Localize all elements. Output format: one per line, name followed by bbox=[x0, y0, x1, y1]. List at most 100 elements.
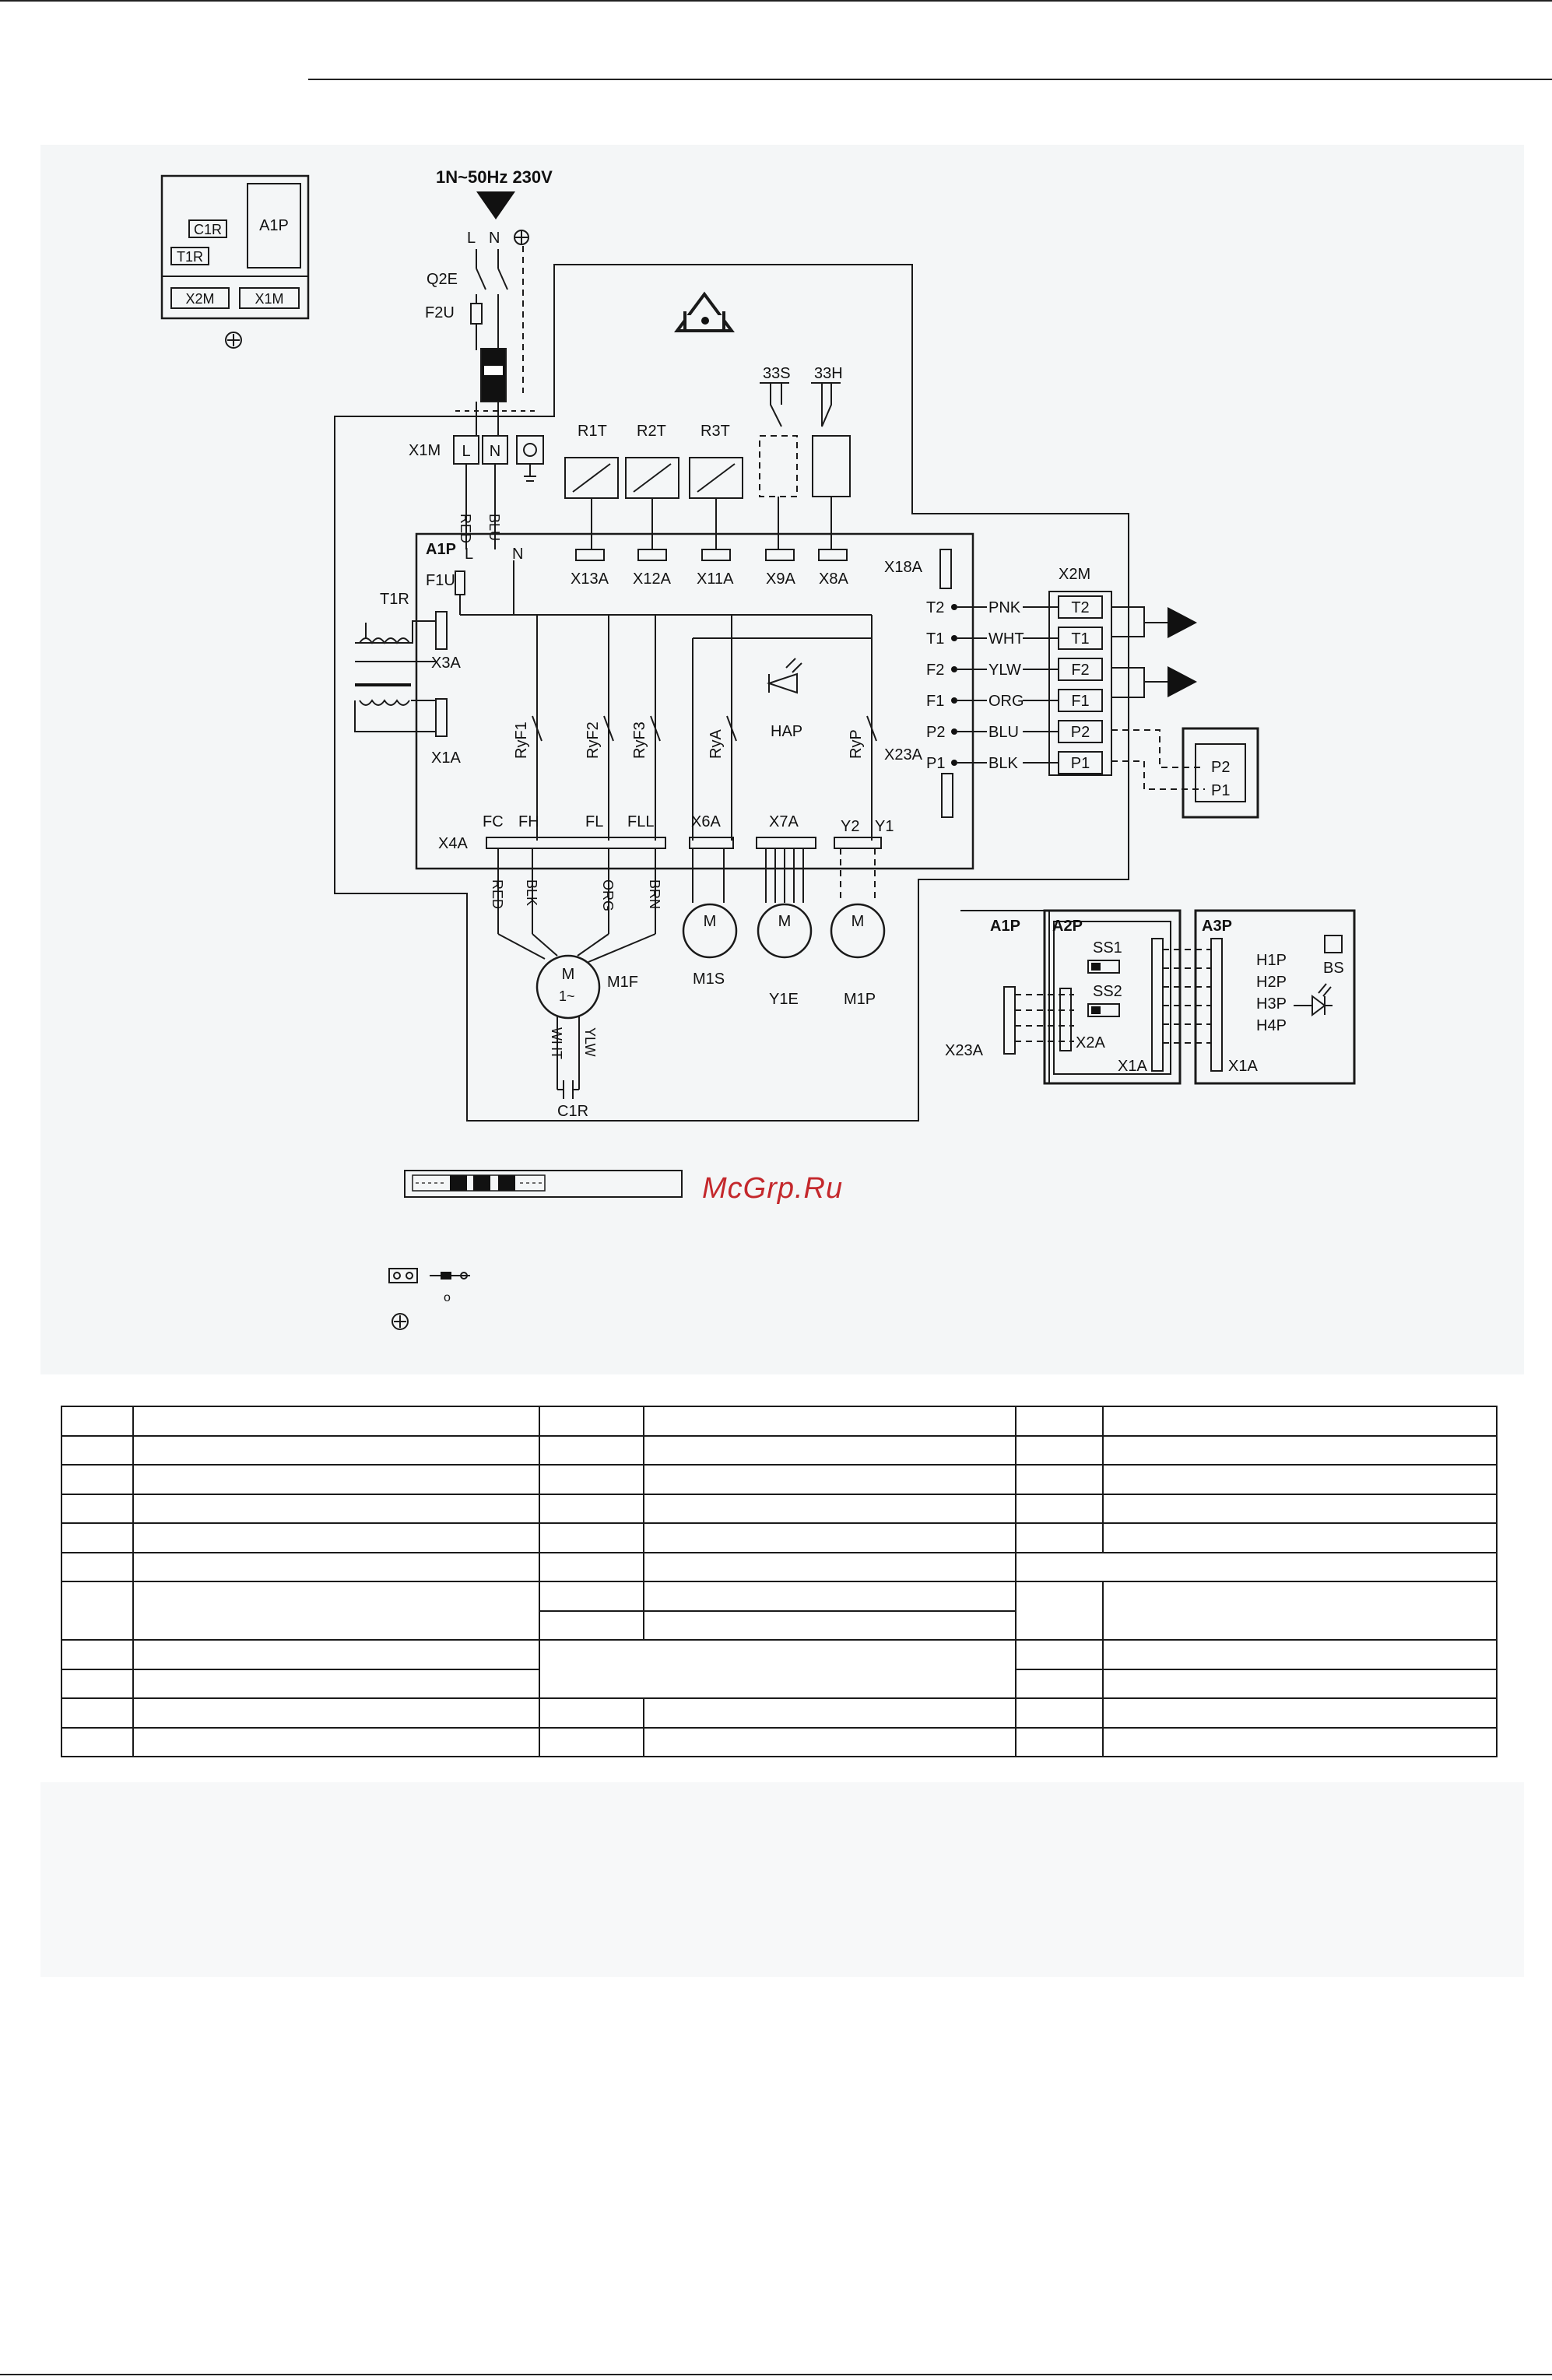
box-x2m-label: X2M bbox=[185, 291, 214, 307]
svg-text:M: M bbox=[851, 913, 865, 930]
top-border bbox=[0, 0, 1552, 2]
table-row bbox=[61, 1668, 1498, 1699]
x2m-terminal-1 bbox=[1058, 627, 1103, 650]
outdoor-unit-arrow-icon bbox=[1168, 607, 1197, 638]
x2m-wire-1: WHT bbox=[988, 630, 1024, 648]
x4a-label: X4A bbox=[438, 835, 468, 852]
switch-33h: 33H bbox=[814, 365, 843, 382]
x2m-terminal-3 bbox=[1058, 689, 1103, 712]
x6a-label: X6A bbox=[691, 813, 721, 830]
legend-note: o bbox=[444, 1291, 451, 1304]
x2m-term-label-4: P2 bbox=[1071, 724, 1090, 741]
x2m-terminal-0 bbox=[1058, 595, 1103, 619]
wiring-diagram-panel bbox=[40, 145, 1524, 1374]
m1f-wire-blk: BLK bbox=[524, 879, 539, 906]
table-row bbox=[61, 1697, 1498, 1729]
x2m-terminal-4 bbox=[1058, 720, 1103, 743]
table-row bbox=[61, 1609, 1497, 1641]
fan-motor-m1f: RED BLK ORG BRN M 1~ M1F WHT YLW C1R bbox=[490, 848, 662, 1120]
notes-panel bbox=[40, 1782, 1524, 1977]
y2-label: Y2 bbox=[841, 818, 859, 835]
pcb-top-connectors: X13A X12A X11A X9A X8A X18A bbox=[571, 549, 952, 589]
y1e-label: Y1E bbox=[769, 991, 799, 1008]
pcb-x23a-label: X23A bbox=[884, 746, 923, 763]
svg-text:M: M bbox=[704, 913, 717, 930]
svg-text:M: M bbox=[562, 966, 575, 983]
x2m-dot-2 bbox=[951, 666, 957, 672]
fc-label: FC bbox=[483, 813, 504, 830]
addr-h2p: H2P bbox=[1256, 974, 1287, 991]
relay-ryf3: RyF3 bbox=[631, 721, 648, 759]
x2m-dot-0 bbox=[951, 604, 957, 610]
x1m-label: X1M bbox=[409, 442, 441, 459]
motors-m1s-y1e-m1p: M M1S M Y1E M M1P bbox=[682, 848, 886, 1008]
box-t1r-label: T1R bbox=[177, 249, 203, 265]
component-location-box: C1R T1R A1P X2M X1M bbox=[160, 174, 310, 349]
x1m-l-slot: L bbox=[462, 443, 470, 460]
fh-label: FH bbox=[518, 813, 539, 830]
svg-text:M: M bbox=[778, 913, 792, 930]
addr-x2a: X2A bbox=[1076, 1034, 1105, 1051]
c1r-wire-ylw: YLW bbox=[582, 1027, 598, 1057]
fuse-label: F2U bbox=[425, 304, 455, 321]
supply-n-label: N bbox=[489, 230, 500, 247]
x2m-wire-4: BLU bbox=[988, 724, 1019, 741]
main-pcb: A1P L N F1U RyF1 RyF2 RyF3 RyA RyP HAP X… bbox=[354, 532, 974, 870]
x2m-dot-4 bbox=[951, 728, 957, 735]
x2m-wire-3: ORG bbox=[988, 693, 1024, 710]
remote-p2: P2 bbox=[1211, 759, 1230, 776]
m1s-label: M1S bbox=[693, 971, 725, 988]
symbol-legend: o bbox=[388, 1268, 470, 1330]
power-supply: 1N~50Hz 230V L N Q2E F2U bbox=[425, 167, 553, 436]
x2m-pin-0: T2 bbox=[926, 599, 944, 616]
addr-a3p: A3P bbox=[1202, 918, 1232, 935]
x2m-term-label-1: T1 bbox=[1071, 630, 1089, 648]
legend-ground-icon bbox=[392, 1313, 409, 1330]
conn-x11a: X11A bbox=[697, 570, 734, 588]
wire-red-label: RED bbox=[458, 514, 473, 543]
table-row bbox=[61, 1639, 1498, 1699]
x2m-wire-5: BLK bbox=[988, 755, 1018, 772]
addr-x1a-a2p: X1A bbox=[1118, 1058, 1147, 1075]
addr-bs: BS bbox=[1323, 960, 1344, 977]
safety-switches: 33S 33H bbox=[759, 365, 851, 549]
breaker-label: Q2E bbox=[427, 271, 458, 288]
t1r-label: T1R bbox=[380, 591, 409, 608]
relay-ryp: RyP bbox=[848, 729, 865, 759]
footer-rule bbox=[0, 2374, 1552, 2375]
m1f-wire-org: ORG bbox=[600, 879, 616, 911]
watermark: McGrp.Ru bbox=[702, 1172, 844, 1205]
pcb-n-label: N bbox=[512, 546, 523, 563]
x2m-wire-2: YLW bbox=[988, 662, 1021, 679]
x2m-terminal-2 bbox=[1058, 658, 1103, 681]
box-c1r-label: C1R bbox=[194, 222, 222, 237]
x2m-term-label-3: F1 bbox=[1071, 693, 1089, 710]
parts-table bbox=[61, 1406, 1498, 1757]
switch-33s: 33S bbox=[763, 365, 791, 382]
c1r-wire-wht: WHT bbox=[549, 1027, 564, 1059]
sensor-r1t: R1T bbox=[578, 423, 607, 440]
table-row bbox=[61, 1581, 1498, 1641]
m1f-wire-red: RED bbox=[490, 879, 505, 909]
m1f-label: M1F bbox=[607, 974, 638, 991]
x2m-pin-4: P2 bbox=[926, 724, 945, 741]
x2m-pin-2: F2 bbox=[926, 662, 944, 679]
fll-label: FLL bbox=[627, 813, 654, 830]
table-row bbox=[61, 1522, 1498, 1553]
wiring-diagram: C1R T1R A1P X2M X1M 1N~50Hz 230V L N Q2E… bbox=[160, 167, 1356, 1330]
x2m-terminal-5 bbox=[1058, 751, 1103, 774]
relay-ryf2: RyF2 bbox=[585, 721, 602, 759]
addr-x1a-a3p: X1A bbox=[1228, 1058, 1258, 1075]
sensor-r2t: R2T bbox=[637, 423, 666, 440]
sensor-r3t: R3T bbox=[701, 423, 730, 440]
led-icon bbox=[766, 672, 798, 694]
legend-strip bbox=[404, 1170, 683, 1198]
x2m-term-label-5: P1 bbox=[1071, 755, 1090, 772]
conn-x12a: X12A bbox=[633, 570, 672, 588]
box-a1p-label: A1P bbox=[259, 217, 289, 234]
pcb-label: A1P bbox=[426, 541, 456, 558]
address-pcbs: A1P X23A A2P SS1 SS2 X2A X1A A3P X1A BS … bbox=[945, 909, 1356, 1085]
address-led-icon bbox=[1311, 995, 1326, 1016]
y1-label: Y1 bbox=[875, 818, 894, 835]
